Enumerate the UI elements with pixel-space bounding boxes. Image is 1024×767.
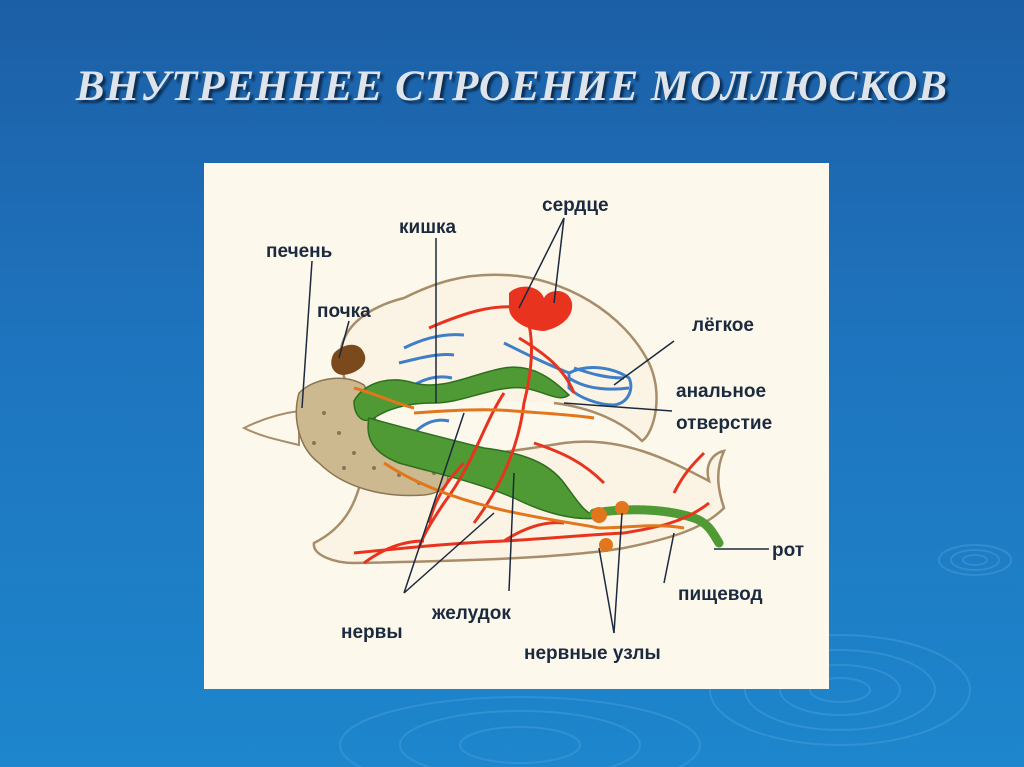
label-liver: печень [266, 241, 332, 262]
label-esophagus: пищевод [678, 584, 763, 605]
kidney [331, 344, 366, 375]
leader-lines [301, 217, 769, 634]
slide-title: ВНУТРЕННЕЕ СТРОЕНИЕ МОЛЛЮСКОВ [75, 63, 949, 110]
label-anus-line2: отверстие [676, 413, 772, 434]
nerves [353, 386, 685, 530]
intestine [353, 366, 571, 422]
shell-apex [241, 409, 300, 447]
label-lung: лёгкое [692, 315, 754, 336]
label-kidney: почка [317, 301, 371, 322]
nerve-ganglion-1 [591, 507, 607, 523]
label-mouth: рот [772, 540, 804, 561]
nerve-ganglion-2 [615, 501, 629, 515]
label-anus-line1: анальное [676, 381, 766, 402]
mollusk-anatomy-diagram: печень почка кишка сердце лёгкое анально… [241, 195, 804, 664]
label-stomach: желудок [431, 603, 511, 624]
nerve-ganglion-3 [599, 538, 613, 552]
label-ganglia: нервные узлы [524, 643, 661, 664]
lung [567, 366, 633, 407]
label-intestine: кишка [399, 217, 457, 238]
label-heart: сердце [542, 195, 609, 216]
label-nerves: нервы [341, 622, 403, 643]
shell-outline [338, 273, 658, 443]
mollusk-diagram-panel: печень почка кишка сердце лёгкое анально… [204, 163, 829, 689]
